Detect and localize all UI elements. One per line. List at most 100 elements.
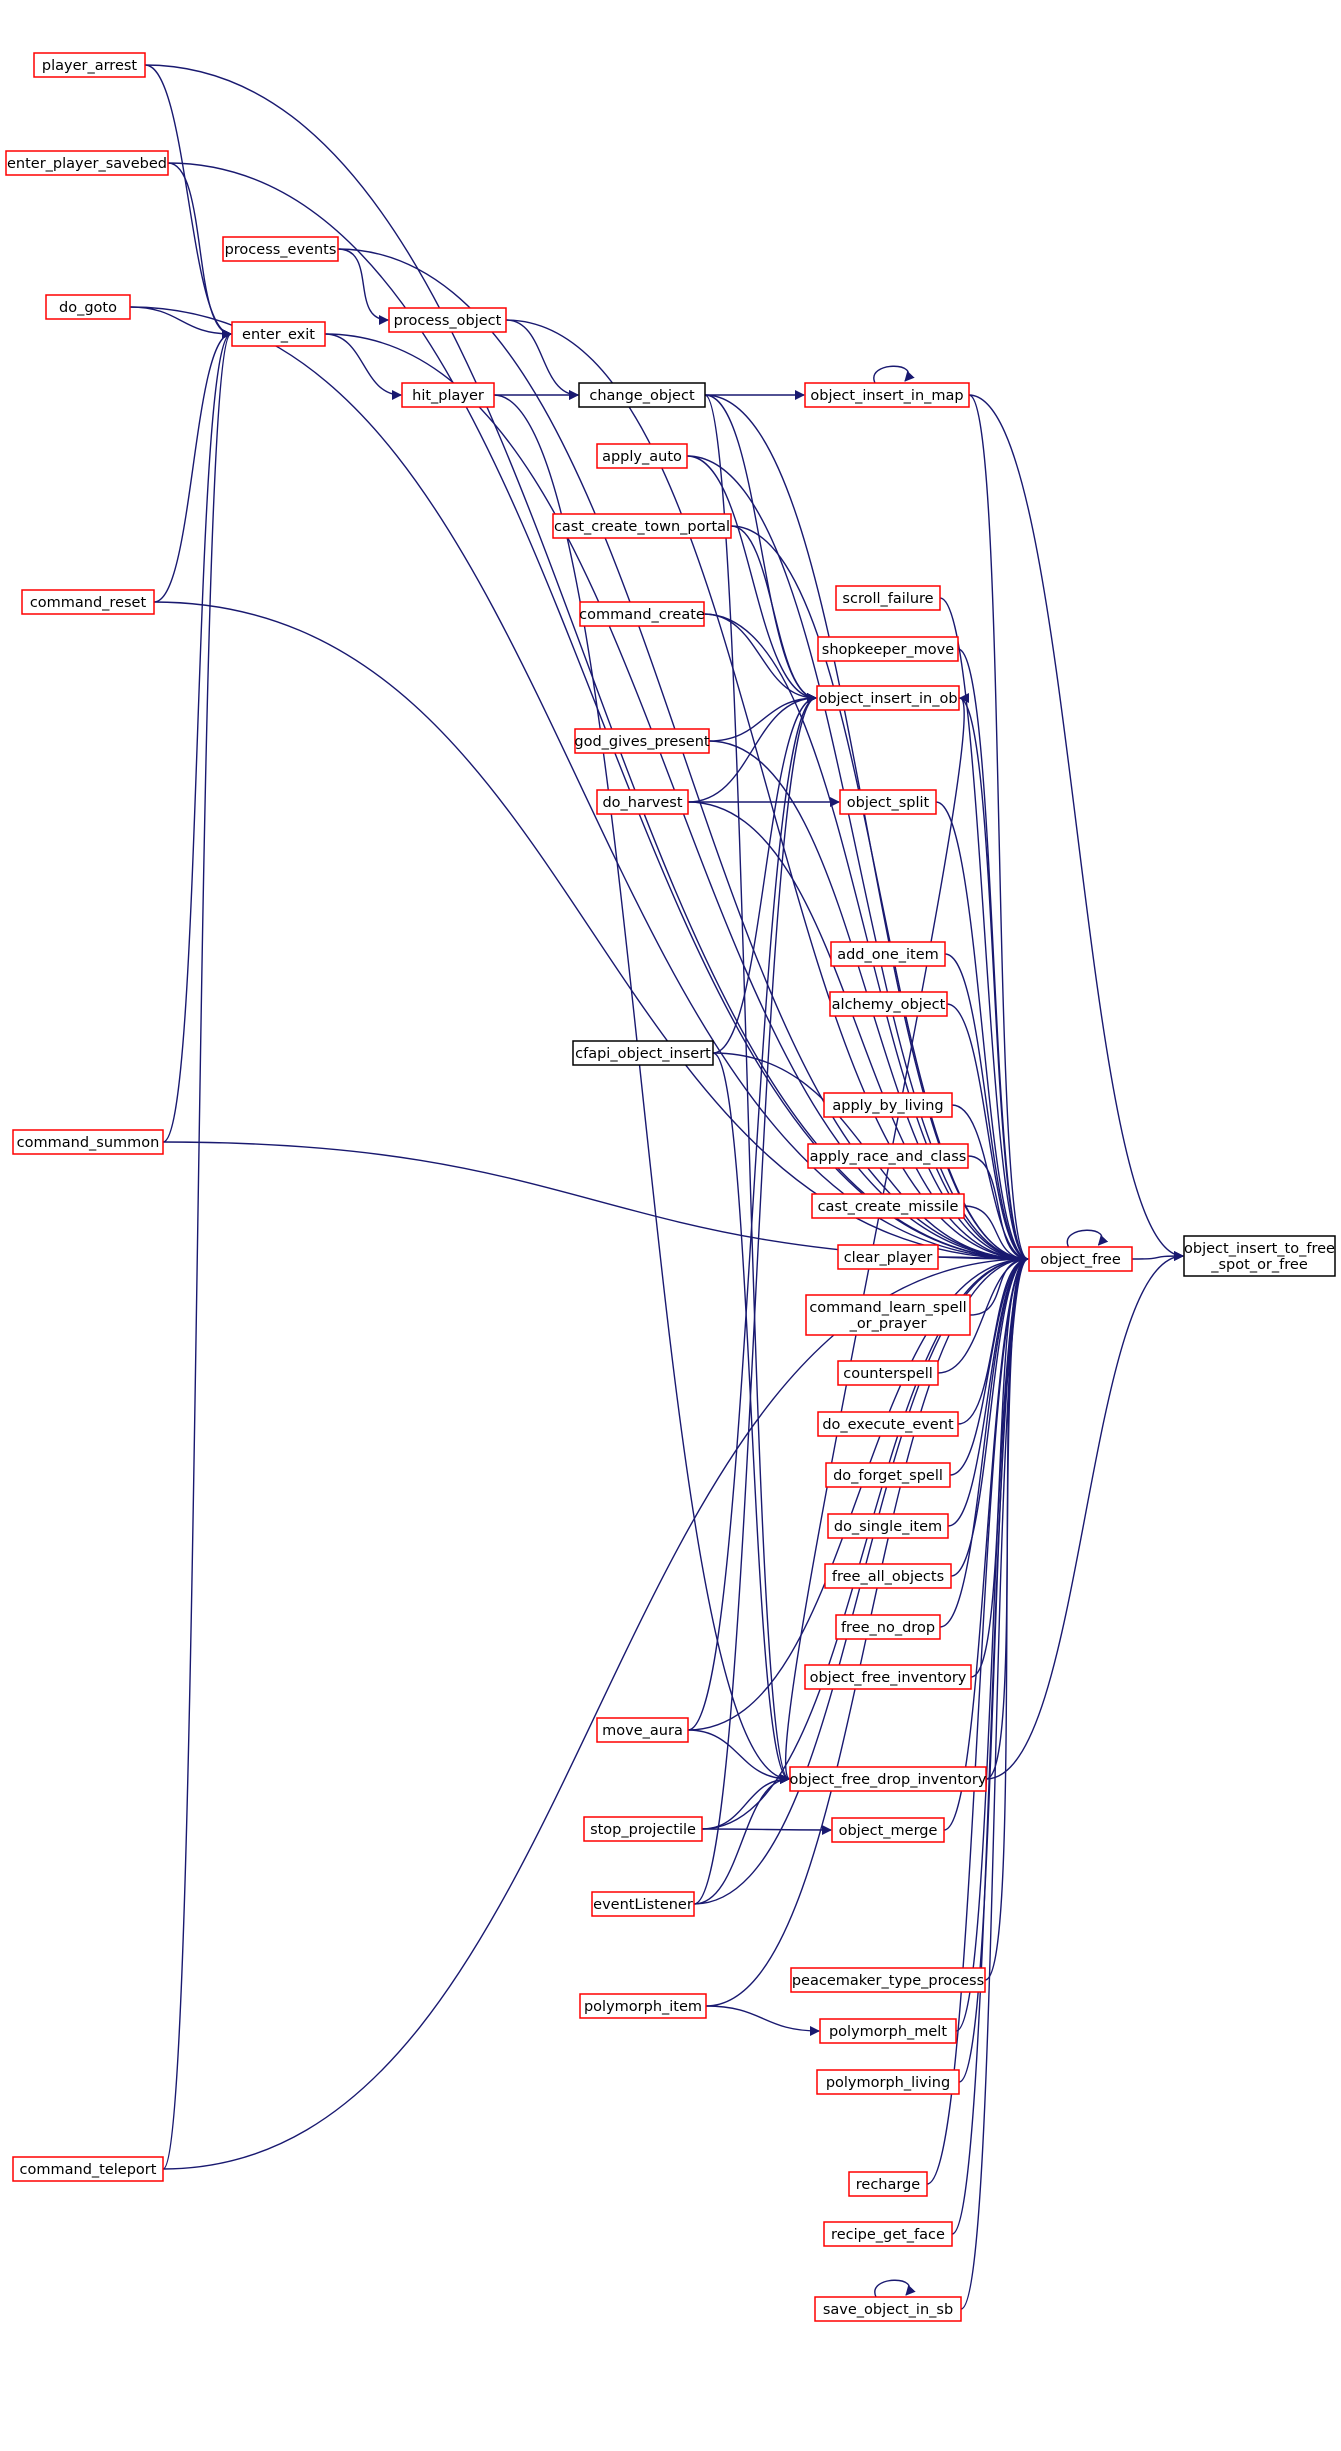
node-polymorph_melt[interactable]: polymorph_melt xyxy=(819,2018,957,2044)
node-do_execute_event[interactable]: do_execute_event xyxy=(817,1411,959,1437)
nodes-layer: object_insert_to_free_spot_or_freeobject… xyxy=(5,52,1336,2322)
node-command_learn_spell[interactable]: command_learn_spell_or_prayer xyxy=(805,1294,971,1336)
node-label: stop_projectile xyxy=(590,1822,696,1838)
node-shopkeeper_move[interactable]: shopkeeper_move xyxy=(817,636,959,662)
node-peacemaker_type_process[interactable]: peacemaker_type_process xyxy=(790,1967,986,1993)
edge-player_arrest-to-object_free xyxy=(144,64,1029,1264)
node-object_insert_in_map[interactable]: object_insert_in_map xyxy=(804,382,970,408)
node-player_arrest[interactable]: player_arrest xyxy=(33,52,146,78)
node-apply_race_and_class[interactable]: apply_race_and_class xyxy=(807,1143,969,1169)
node-command_teleport[interactable]: command_teleport xyxy=(12,2156,164,2182)
node-object_free_inventory[interactable]: object_free_inventory xyxy=(804,1664,972,1690)
node-alchemy_object[interactable]: alchemy_object xyxy=(829,991,948,1017)
node-box xyxy=(837,1244,939,1270)
node-label: object_insert_in_ob xyxy=(818,691,957,707)
node-command_reset[interactable]: command_reset xyxy=(21,589,155,615)
edge-command_create-to-object_free xyxy=(703,613,1029,1264)
node-box xyxy=(21,589,155,615)
node-box xyxy=(388,307,507,333)
node-label: alchemy_object xyxy=(832,997,946,1013)
edge-free_all_objects-to-object_free xyxy=(950,1254,1029,1577)
node-label: _or_prayer xyxy=(849,1316,927,1332)
node-label: command_reset xyxy=(30,595,147,611)
node-process_object[interactable]: process_object xyxy=(388,307,507,333)
node-free_no_drop[interactable]: free_no_drop xyxy=(835,1614,941,1640)
node-cast_create_town_portal[interactable]: cast_create_town_portal xyxy=(552,513,732,539)
node-do_goto[interactable]: do_goto xyxy=(45,294,131,320)
node-label: enter_player_savebed xyxy=(7,156,167,172)
node-object_merge[interactable]: object_merge xyxy=(831,1817,945,1843)
node-label: recharge xyxy=(856,2177,921,2193)
node-box xyxy=(1028,1246,1133,1272)
edge-do_forget_spell-to-object_free xyxy=(949,1254,1029,1476)
node-recipe_get_face[interactable]: recipe_get_face xyxy=(823,2221,953,2247)
edge-stop_projectile-to-object_free xyxy=(701,1254,1029,1830)
node-label: apply_by_living xyxy=(832,1098,943,1114)
node-box xyxy=(817,1411,959,1437)
node-stop_projectile[interactable]: stop_projectile xyxy=(583,1816,703,1842)
edge-process_events-to-process_object xyxy=(337,248,389,325)
node-god_gives_present[interactable]: god_gives_present xyxy=(574,728,710,754)
node-label: cast_create_town_portal xyxy=(554,519,730,535)
edge-eventListener-to-object_free_drop_inventory xyxy=(693,1774,790,1905)
node-eventListener[interactable]: eventListener xyxy=(591,1891,695,1917)
edge-process_object-to-object_free xyxy=(505,319,1029,1264)
node-object_split[interactable]: object_split xyxy=(839,789,937,815)
edge-object_free_drop_inventory-to-root xyxy=(985,1251,1184,1780)
node-clear_player[interactable]: clear_player xyxy=(837,1244,939,1270)
node-box xyxy=(12,2156,164,2182)
node-box xyxy=(824,1563,952,1589)
edge-command_teleport-to-enter_exit xyxy=(162,329,232,2170)
node-command_create[interactable]: command_create xyxy=(579,601,705,627)
node-recharge[interactable]: recharge xyxy=(848,2171,928,2197)
node-object_free_drop_inventory[interactable]: object_free_drop_inventory xyxy=(789,1766,987,1792)
node-save_object_in_sb[interactable]: save_object_in_sb xyxy=(814,2296,962,2322)
node-label: hit_player xyxy=(412,388,484,404)
node-box xyxy=(830,941,946,967)
edge-add_one_item-to-object_free xyxy=(944,953,1029,1264)
node-change_object[interactable]: change_object xyxy=(578,382,706,408)
node-root[interactable]: object_insert_to_free_spot_or_free xyxy=(1183,1235,1336,1277)
node-object_free[interactable]: object_free xyxy=(1028,1246,1133,1272)
node-box xyxy=(789,1766,987,1792)
node-label: clear_player xyxy=(844,1250,933,1266)
node-apply_by_living[interactable]: apply_by_living xyxy=(823,1092,953,1118)
node-cast_create_missile[interactable]: cast_create_missile xyxy=(811,1193,965,1219)
edge-apply_by_living-to-object_free xyxy=(951,1104,1029,1264)
node-apply_auto[interactable]: apply_auto xyxy=(596,443,688,469)
node-cfapi_object_insert[interactable]: cfapi_object_insert xyxy=(572,1040,714,1066)
edge-object_free_drop_inventory-to-object_insert_in_ob xyxy=(785,693,970,1780)
node-scroll_failure[interactable]: scroll_failure xyxy=(835,585,941,611)
node-label: polymorph_melt xyxy=(829,2024,947,2040)
edge-stop_projectile-to-object_free_drop_inventory xyxy=(701,1774,790,1830)
node-add_one_item[interactable]: add_one_item xyxy=(830,941,946,967)
node-polymorph_item[interactable]: polymorph_item xyxy=(579,1993,707,2019)
node-box xyxy=(814,2296,962,2322)
node-do_harvest[interactable]: do_harvest xyxy=(596,789,689,815)
node-box xyxy=(596,443,688,469)
node-command_summon[interactable]: command_summon xyxy=(12,1129,164,1155)
node-label: command_summon xyxy=(17,1135,160,1151)
node-do_forget_spell[interactable]: do_forget_spell xyxy=(825,1462,951,1488)
node-box xyxy=(817,636,959,662)
edge-object_merge-to-object_free xyxy=(943,1254,1029,1831)
node-box xyxy=(835,585,941,611)
node-hit_player[interactable]: hit_player xyxy=(401,382,495,408)
edge-command_reset-to-enter_exit xyxy=(153,329,232,603)
edge-object_free-to-root xyxy=(1131,1251,1184,1262)
node-counterspell[interactable]: counterspell xyxy=(837,1360,939,1386)
edge-enter_exit-to-hit_player xyxy=(324,333,402,400)
node-label: eventListener xyxy=(593,1897,693,1913)
node-object_insert_in_ob[interactable]: object_insert_in_ob xyxy=(816,685,960,711)
node-process_events[interactable]: process_events xyxy=(222,236,339,262)
node-move_aura[interactable]: move_aura xyxy=(596,1717,689,1743)
node-enter_exit[interactable]: enter_exit xyxy=(231,321,326,347)
node-do_single_item[interactable]: do_single_item xyxy=(827,1513,949,1539)
node-polymorph_living[interactable]: polymorph_living xyxy=(816,2069,960,2095)
node-free_all_objects[interactable]: free_all_objects xyxy=(824,1563,952,1589)
node-box xyxy=(816,685,960,711)
edge-move_aura-to-object_free xyxy=(687,1254,1029,1731)
node-box xyxy=(835,1614,941,1640)
node-enter_player_savebed[interactable]: enter_player_savebed xyxy=(5,150,169,176)
